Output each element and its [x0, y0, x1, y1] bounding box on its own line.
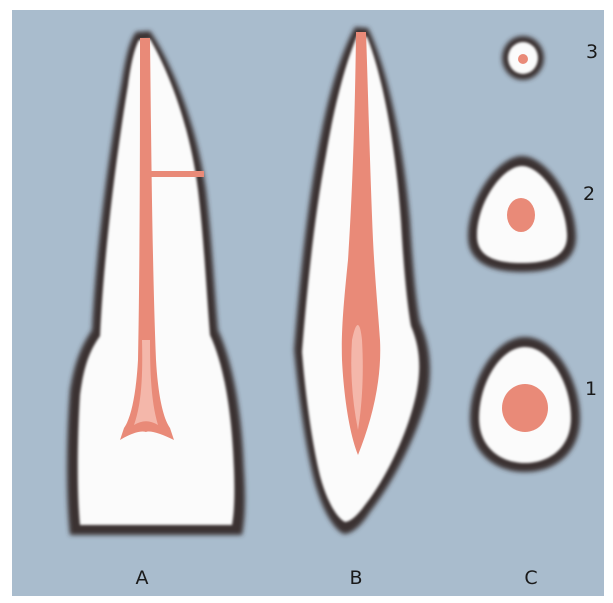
view-label-b: B	[349, 567, 362, 589]
cross-section-2-pulp	[507, 198, 535, 232]
view-label-c: C	[524, 567, 537, 589]
section-label-1: 1	[585, 378, 597, 400]
cross-section-3	[502, 36, 544, 80]
section-label-2: 2	[583, 183, 595, 205]
section-label-3: 3	[586, 41, 598, 63]
tooth-a-lateral-canal	[150, 171, 204, 177]
cross-section-3-pulp	[518, 54, 528, 64]
cross-section-1-pulp	[502, 384, 548, 432]
view-label-a: A	[136, 567, 149, 589]
